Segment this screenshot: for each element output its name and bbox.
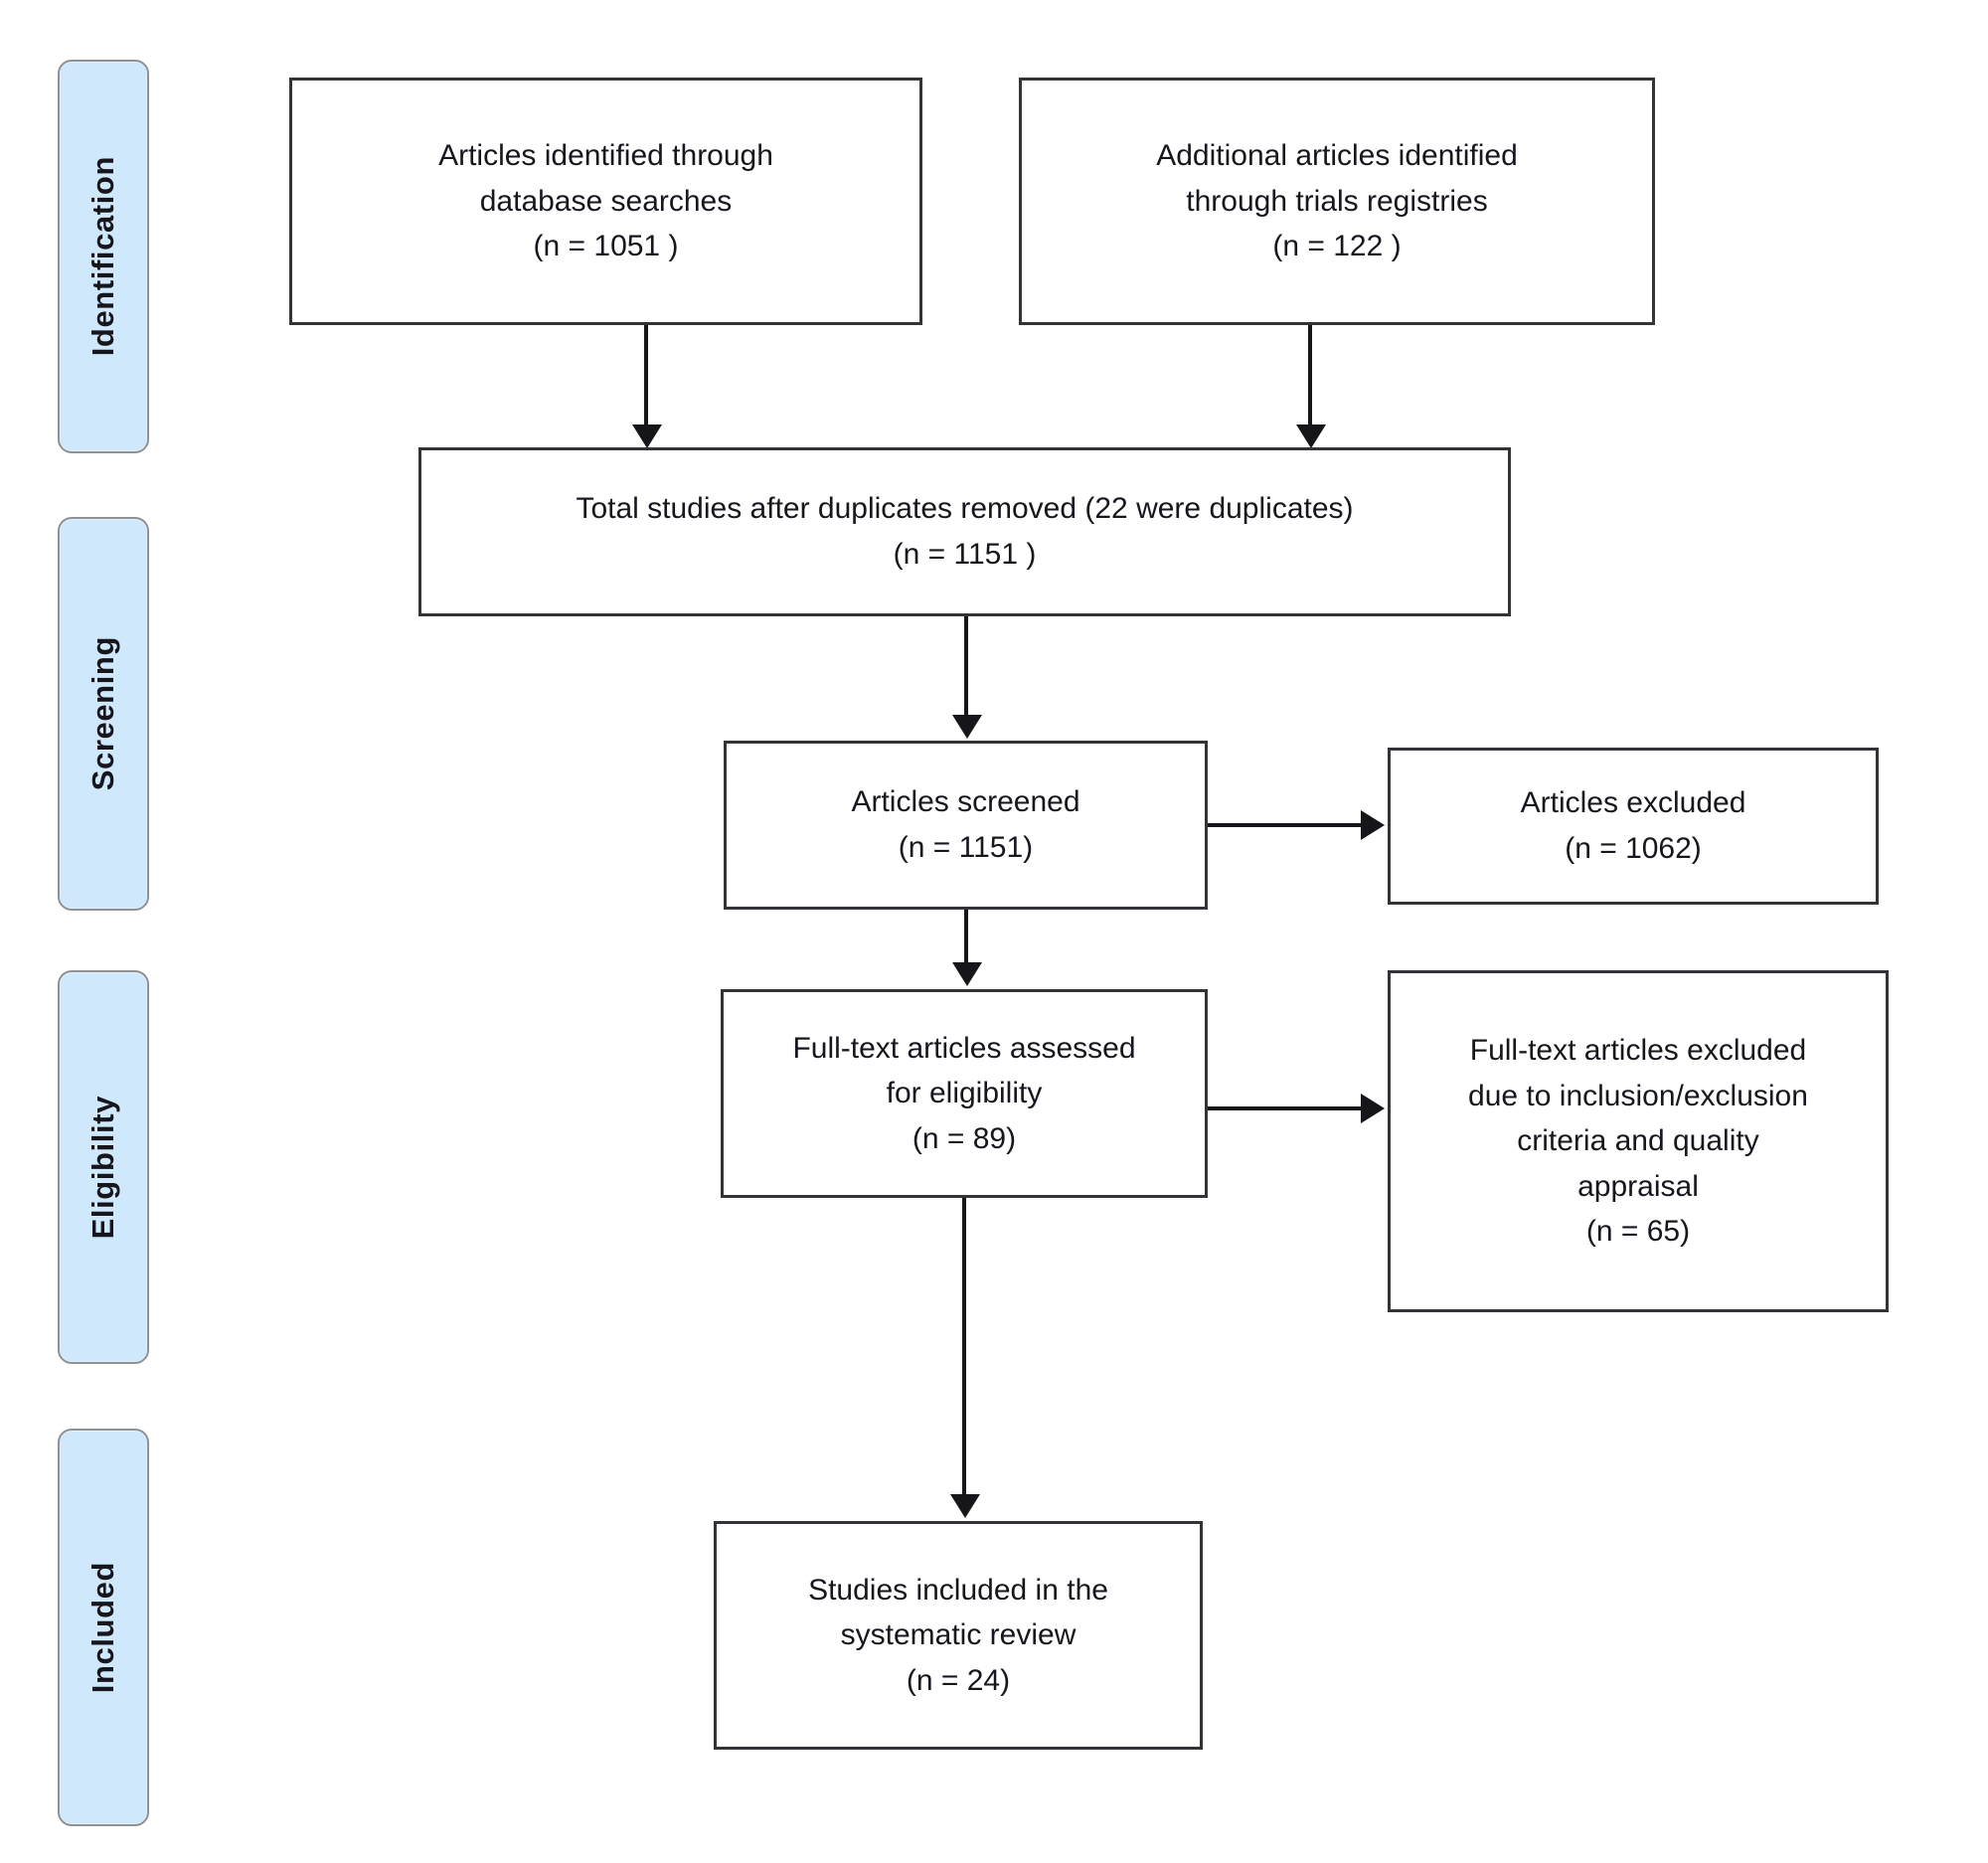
phase-label-identification: Identification	[85, 156, 120, 357]
connector-registries-to-duplicates	[1308, 325, 1312, 426]
phase-label-eligibility: Eligibility	[85, 1095, 120, 1240]
box-articles-screened: Articles screened (n = 1151)	[724, 741, 1208, 910]
connector-fulltext-to-excluded	[1208, 1106, 1363, 1110]
box-fulltext-assessed: Full-text articles assessed for eligibil…	[721, 989, 1208, 1198]
phase-tab-identification: Identification	[58, 60, 149, 453]
arrowhead-screened-to-excluded	[1361, 810, 1385, 840]
box-articles-excluded: Articles excluded (n = 1062)	[1388, 748, 1879, 905]
connector-fulltext-to-included	[962, 1198, 966, 1496]
box-fulltext-excluded: Full-text articles excluded due to inclu…	[1388, 970, 1889, 1312]
box-articles-screened-text: Articles screened (n = 1151)	[851, 785, 1080, 864]
phase-tab-eligibility: Eligibility	[58, 970, 149, 1364]
arrowhead-fulltext-to-included	[950, 1494, 980, 1518]
arrowhead-screened-to-fulltext	[952, 962, 982, 986]
phase-label-screening: Screening	[85, 636, 120, 791]
arrowhead-duplicates-to-screened	[952, 715, 982, 739]
box-database-searches-text: Articles identified through database sea…	[438, 139, 773, 263]
box-duplicates-removed-text: Total studies after duplicates removed (…	[576, 492, 1354, 571]
box-fulltext-assessed-text: Full-text articles assessed for eligibil…	[792, 1031, 1136, 1155]
connector-duplicates-to-screened	[964, 616, 968, 717]
arrowhead-fulltext-to-excluded	[1361, 1094, 1385, 1123]
box-trials-registries: Additional articles identified through t…	[1019, 78, 1655, 325]
arrowhead-database-to-duplicates	[632, 424, 662, 448]
box-fulltext-excluded-text: Full-text articles excluded due to inclu…	[1468, 1034, 1808, 1249]
box-duplicates-removed: Total studies after duplicates removed (…	[418, 447, 1511, 616]
box-articles-excluded-text: Articles excluded (n = 1062)	[1520, 786, 1746, 865]
connector-screened-to-excluded	[1208, 823, 1363, 827]
box-database-searches: Articles identified through database sea…	[289, 78, 922, 325]
arrowhead-registries-to-duplicates	[1296, 424, 1326, 448]
phase-label-included: Included	[85, 1561, 120, 1694]
connector-database-to-duplicates	[644, 325, 648, 426]
box-trials-registries-text: Additional articles identified through t…	[1156, 139, 1518, 263]
box-studies-included-text: Studies included in the systematic revie…	[808, 1573, 1108, 1697]
connector-screened-to-fulltext	[964, 910, 968, 966]
box-studies-included: Studies included in the systematic revie…	[714, 1521, 1203, 1750]
phase-tab-included: Included	[58, 1429, 149, 1826]
phase-tab-screening: Screening	[58, 517, 149, 911]
